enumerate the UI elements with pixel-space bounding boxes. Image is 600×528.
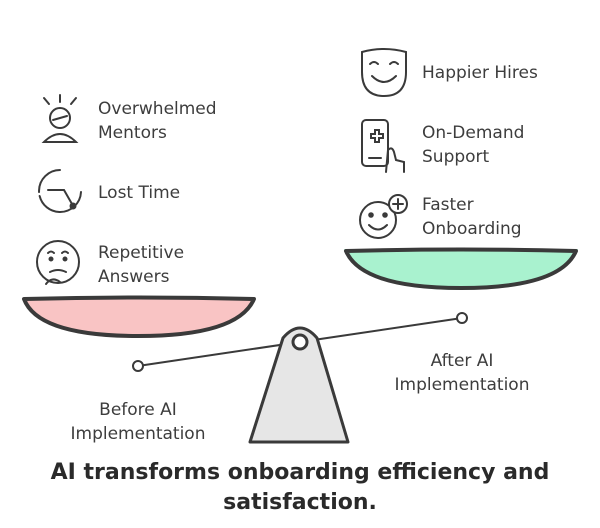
item-label-happier-hires: Happier Hires	[422, 61, 538, 85]
right-hinge	[456, 312, 468, 324]
after-ai-label: After AI Implementation	[382, 349, 542, 397]
pivot-icon	[291, 333, 309, 351]
item-label-line: Lost Time	[98, 183, 181, 203]
item-label-repetitive-answers: Repetitive Answers	[98, 241, 184, 289]
item-label-overwhelmed-mentors: Overwhelmed Mentors	[98, 97, 217, 145]
smiley-plus-icon	[359, 194, 408, 239]
before-ai-label: Before AI Implementation	[58, 398, 218, 446]
item-label-line: Support	[422, 147, 490, 167]
phone-medical-icon	[361, 119, 405, 173]
item-label-line: Onboarding	[422, 219, 522, 239]
item-label-line: On-Demand	[422, 123, 525, 143]
left-pan-outline	[22, 295, 256, 338]
side-label-line: Implementation	[70, 424, 206, 444]
item-label-line: Repetitive	[98, 243, 185, 263]
left-pan	[22, 298, 254, 338]
item-label-lost-time: Lost Time	[98, 181, 180, 205]
thinking-face-icon	[36, 240, 80, 285]
smiling-mask-icon	[361, 48, 407, 98]
item-label-faster-onboarding: Faster Onboarding	[422, 193, 522, 241]
diagram-title: AI transforms onboarding efficiency and …	[50, 460, 550, 515]
fulcrum	[248, 326, 350, 444]
stressed-person-icon	[41, 94, 79, 143]
item-label-line: Answers	[98, 267, 170, 287]
right-pan-outline	[344, 247, 578, 290]
side-label-line: After AI	[430, 351, 494, 371]
right-pan	[344, 249, 578, 290]
item-label-on-demand-support: On-Demand Support	[422, 121, 524, 169]
item-label-line: Overwhelmed	[98, 99, 217, 119]
side-label-line: Before AI	[99, 400, 177, 420]
item-label-line: Faster	[422, 195, 474, 215]
clock-icon	[38, 169, 82, 213]
item-label-line: Happier Hires	[422, 63, 538, 83]
left-hinge	[132, 360, 144, 372]
side-label-line: Implementation	[394, 375, 530, 395]
item-label-line: Mentors	[98, 123, 167, 143]
